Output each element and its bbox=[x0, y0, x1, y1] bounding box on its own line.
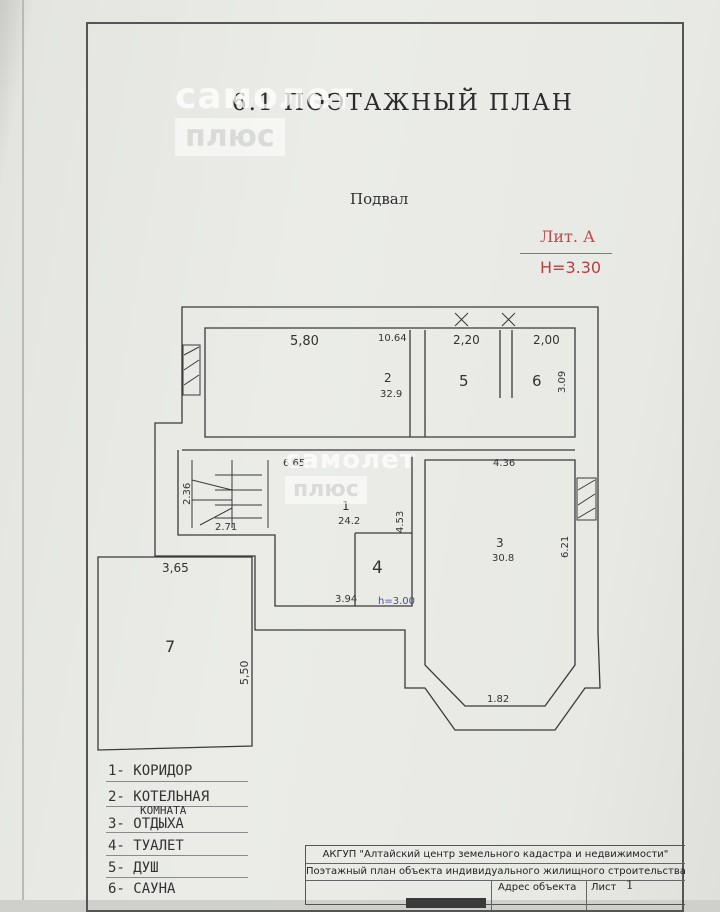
dim-d1: 5,80 bbox=[290, 334, 319, 349]
page-title: 6.1 ПОЭТАЖНЫЙ ПЛАН bbox=[232, 90, 574, 116]
legend-item-2: 2- КОТЕЛЬНАЯ bbox=[108, 789, 210, 805]
legend-rule bbox=[106, 877, 248, 878]
room-6-number: 6 bbox=[532, 372, 542, 390]
partition-5-6 bbox=[499, 330, 513, 398]
watermark-top-line1: самолет bbox=[175, 76, 354, 117]
dim-d12: 3,65 bbox=[162, 561, 189, 575]
legend-rule bbox=[106, 781, 248, 782]
room-4-number: 4 bbox=[372, 558, 383, 578]
dim-d15: 1.82 bbox=[487, 694, 509, 705]
watermark-center-line2: плюс bbox=[285, 476, 367, 504]
room-2-number: 2 bbox=[384, 371, 392, 385]
dim-d14: 5,50 bbox=[238, 661, 251, 686]
dim-d5: 3.09 bbox=[557, 371, 568, 393]
partition-2-5 bbox=[409, 330, 426, 437]
legend-rule bbox=[106, 806, 248, 807]
stamp-divider bbox=[586, 880, 587, 910]
room4 bbox=[354, 532, 412, 606]
legend-item-4: 4- ТУАЛЕТ bbox=[108, 838, 184, 854]
dim-d13: 3.94 bbox=[335, 594, 357, 605]
room-5-number: 5 bbox=[459, 372, 469, 390]
dim-d10: 4.53 bbox=[395, 511, 406, 533]
vent-left bbox=[182, 344, 201, 396]
room7-outline bbox=[97, 556, 253, 751]
page-binding bbox=[22, 0, 24, 900]
title-block: АКГУП "Алтайский центр земельного кадаст… bbox=[305, 845, 685, 910]
room-3-number: 3 bbox=[496, 536, 504, 550]
legend-rule bbox=[106, 832, 248, 833]
dim-d3: 2,20 bbox=[453, 333, 480, 347]
inner-wall bbox=[204, 327, 576, 438]
legend-item-6: 6- САУНА bbox=[108, 881, 176, 897]
dim-d2: 10.64 bbox=[378, 333, 407, 344]
stamp-address-label: Адрес объекта bbox=[498, 882, 577, 893]
vent-right bbox=[576, 477, 597, 521]
dim-d9: 2.71 bbox=[215, 522, 237, 533]
watermark-center: самолет плюс bbox=[285, 446, 416, 504]
watermark-top-line2: плюс bbox=[175, 118, 285, 156]
room-7-number: 7 bbox=[165, 637, 175, 656]
letter-underline bbox=[520, 253, 612, 254]
legend-item-1: 1- КОРИДОР bbox=[108, 763, 193, 779]
room3 bbox=[424, 459, 576, 707]
legend-rule bbox=[106, 855, 248, 856]
stamp-organization: АКГУП "Алтайский центр земельного кадаст… bbox=[306, 846, 685, 864]
room-2-area: 32.9 bbox=[380, 389, 402, 400]
dim-d7: 4.36 bbox=[493, 458, 515, 469]
dim-d4: 2,00 bbox=[533, 333, 560, 347]
room-height-note: h=3.00 bbox=[378, 596, 415, 607]
room-1-area: 24.2 bbox=[338, 516, 360, 527]
x-marks bbox=[454, 312, 516, 327]
stairs bbox=[191, 460, 269, 528]
dim-d6: 6.65 bbox=[283, 458, 305, 469]
stamp-document: Поэтажный план объекта индивидуального ж… bbox=[306, 863, 685, 881]
room-1-number: 1 bbox=[342, 499, 350, 513]
outer-wall bbox=[154, 306, 601, 731]
room-3-area: 30.8 bbox=[492, 553, 514, 564]
legend-item-3b: 3- ОТДЫХА bbox=[108, 816, 184, 832]
stamp-sheet-number: 1 bbox=[626, 878, 634, 892]
legend-item-3a: КОМНАТА bbox=[140, 804, 187, 817]
watermark-top: самолет плюс bbox=[175, 78, 353, 156]
room1-left bbox=[177, 450, 413, 607]
dim-d11: 6.21 bbox=[560, 536, 571, 558]
stamp-divider bbox=[491, 880, 492, 910]
floor-name: Подвал bbox=[350, 190, 409, 208]
letter-label: Лит. А bbox=[540, 227, 596, 246]
stamp-sheet-label: Лист bbox=[591, 882, 617, 893]
watermark-center-line1: самолет bbox=[285, 445, 416, 475]
floor-height: H=3.30 bbox=[540, 258, 602, 277]
dim-d8: 2.36 bbox=[182, 483, 193, 505]
legend-item-5: 5- ДУШ bbox=[108, 860, 159, 876]
